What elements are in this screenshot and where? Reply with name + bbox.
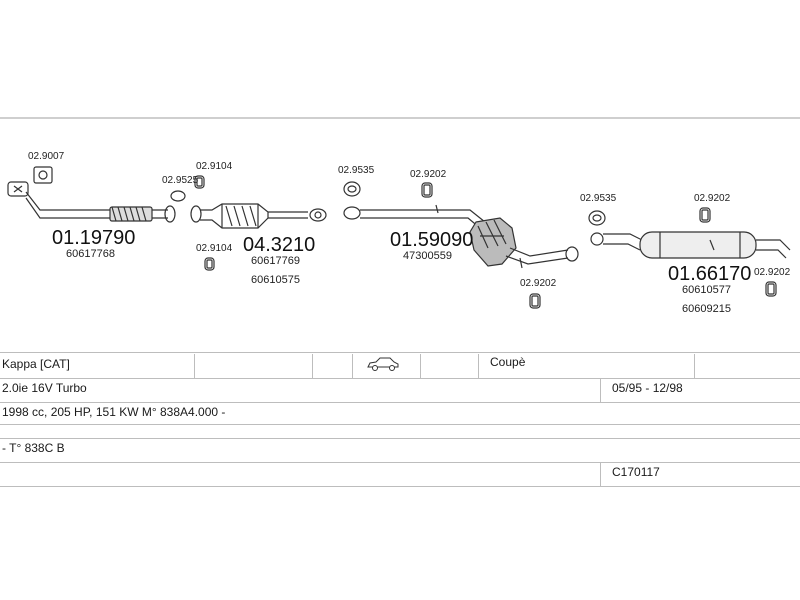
rubber-mount-icon — [699, 207, 711, 223]
engine-label: 2.0ie 16V Turbo — [2, 381, 87, 395]
part-number: 02.9104 — [196, 243, 233, 254]
engine-specs: 1998 cc, 205 HP, 151 KW M° 838A4.000 - — [2, 405, 226, 419]
body-type: Coupè — [490, 355, 526, 369]
car-icon — [366, 356, 400, 380]
rubber-mount-icon — [529, 293, 541, 309]
rubber-mount-icon — [194, 175, 205, 189]
table-row: Kappa [CAT] Coupè — [0, 354, 800, 379]
part-number: 02.9202 — [754, 267, 791, 278]
table-row: 1998 cc, 205 HP, 151 KW M° 838A4.000 - — [0, 402, 800, 425]
part-number: 02.9202 — [520, 278, 557, 289]
table-top-border — [0, 352, 800, 353]
seal-ring-icon — [343, 181, 361, 197]
part-code: 01.59090 — [390, 229, 474, 251]
part-code: 04.3210 — [243, 234, 316, 256]
oem-number: 60617768 — [66, 248, 115, 260]
reference-code: C170117 — [612, 465, 660, 479]
part-number: 02.9007 — [28, 151, 65, 162]
oem-number: 60609215 — [682, 303, 731, 315]
table-row: - T° 838C B — [0, 438, 800, 463]
oem-number: 47300559 — [403, 250, 452, 262]
front-pipe-icon — [7, 181, 176, 223]
part-code: 01.19790 — [52, 227, 136, 249]
rubber-mount-icon — [204, 257, 215, 271]
production-years: 05/95 - 12/98 — [612, 381, 683, 395]
part-number: 02.9104 — [196, 161, 233, 172]
rear-silencer-icon — [590, 231, 791, 259]
part-code: 01.66170 — [668, 263, 752, 285]
seal-ring-icon — [588, 210, 606, 226]
middle-silencer-icon — [343, 204, 579, 269]
clamp-icon — [170, 190, 186, 202]
gasket-icon — [33, 166, 53, 184]
oem-number: 60610577 — [682, 284, 731, 296]
rubber-mount-icon — [421, 182, 433, 198]
part-number: 02.9202 — [410, 169, 447, 180]
table-row: 2.0ie 16V Turbo 05/95 - 12/98 — [0, 378, 800, 403]
table-row — [0, 424, 800, 439]
rubber-mount-icon — [765, 281, 777, 297]
exhaust-diagram: 02.9007 01.19790 60617768 02.9525 02.910… — [7, 151, 791, 315]
oem-number: 60617769 — [251, 255, 300, 267]
top-border — [0, 117, 800, 119]
part-number: 02.9535 — [580, 193, 617, 204]
oem-number: 60610575 — [251, 274, 300, 286]
type-code: - T° 838C B — [2, 441, 65, 455]
part-number: 02.9202 — [694, 193, 731, 204]
part-number: 02.9525 — [162, 175, 199, 186]
model-label: Kappa [CAT] — [2, 357, 70, 371]
part-number: 02.9535 — [338, 165, 375, 176]
table-row: C170117 — [0, 462, 800, 487]
catalytic-converter-icon — [190, 203, 327, 229]
exhaust-drawing — [7, 166, 791, 309]
